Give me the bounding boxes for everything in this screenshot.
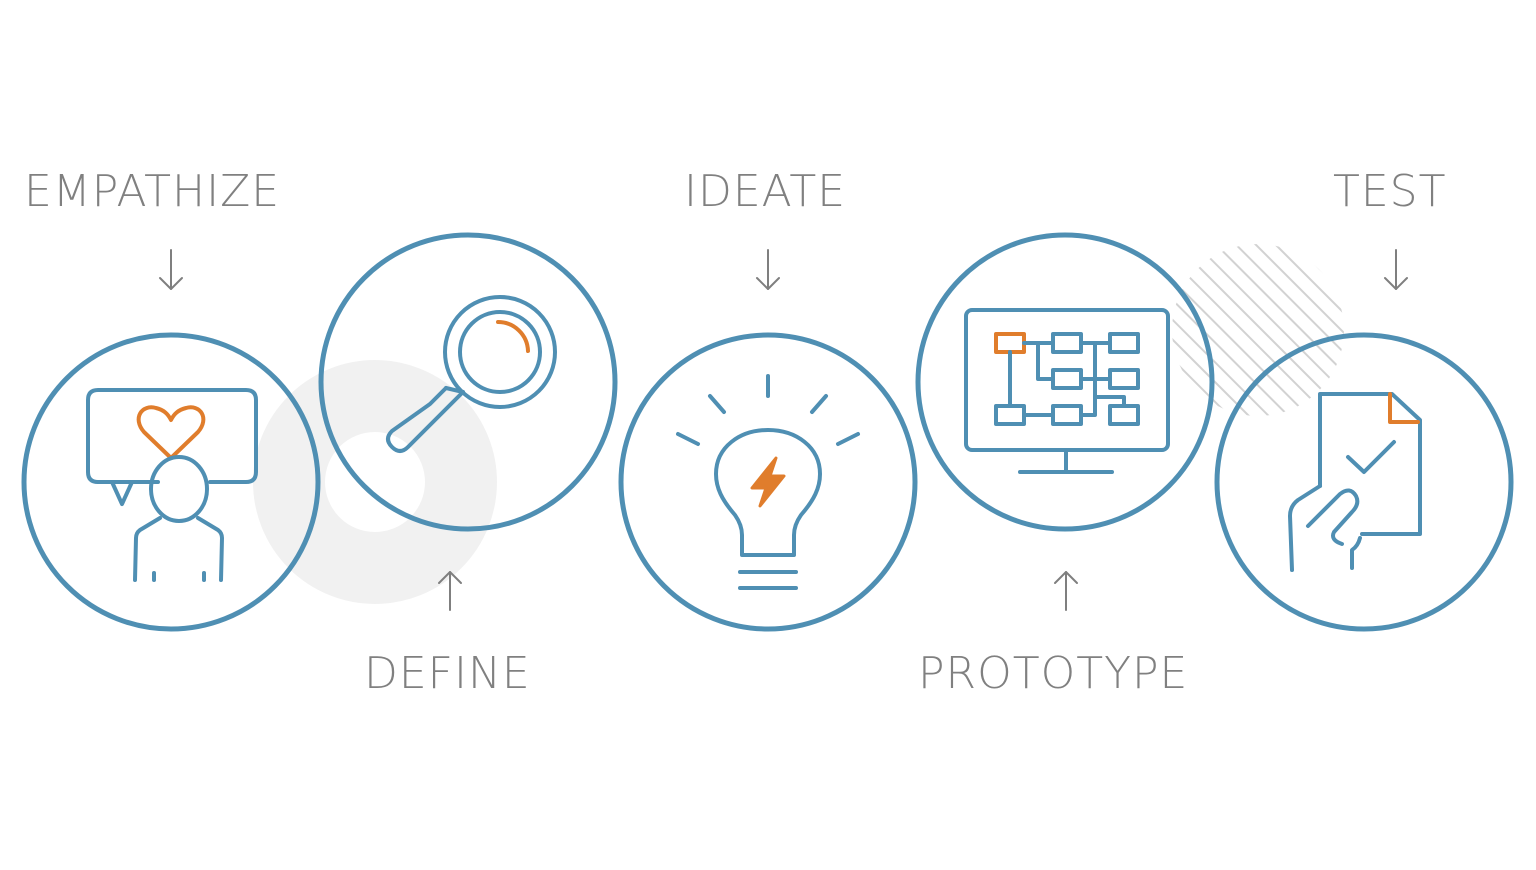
hand-document-check-icon bbox=[1288, 392, 1422, 572]
define-arrow-up-icon bbox=[438, 571, 462, 611]
empathize-circle bbox=[21, 332, 321, 632]
define-circle bbox=[318, 232, 618, 532]
prototype-arrow-up-icon bbox=[1054, 571, 1078, 611]
ideate-label: IDEATE bbox=[684, 166, 847, 217]
test-label: TEST bbox=[1333, 166, 1447, 217]
background-hatch-decoration bbox=[1172, 244, 1344, 416]
monitor-flowchart-icon bbox=[964, 308, 1170, 474]
ideate-arrow-down-icon bbox=[756, 249, 780, 290]
prototype-label: PROTOTYPE bbox=[918, 648, 1189, 699]
empathize-arrow-down-icon bbox=[159, 249, 183, 290]
test-arrow-down-icon bbox=[1384, 249, 1408, 290]
prototype-circle bbox=[915, 232, 1215, 532]
person-heart-speech-icon bbox=[86, 388, 258, 582]
lightbulb-icon bbox=[676, 374, 860, 590]
define-label: DEFINE bbox=[364, 648, 531, 699]
test-circle bbox=[1214, 332, 1514, 632]
background-ring-decoration bbox=[253, 360, 497, 604]
magnifying-glass-icon bbox=[386, 295, 557, 453]
ideate-circle bbox=[618, 332, 918, 632]
empathize-label: EMPATHIZE bbox=[24, 166, 281, 217]
